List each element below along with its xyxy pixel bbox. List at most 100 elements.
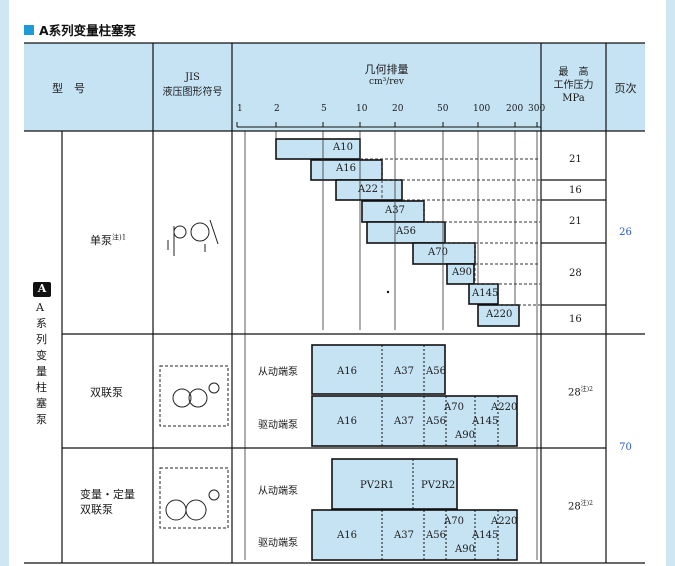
double-drive-a37: A37: [394, 416, 414, 427]
varfixed-label-line1: 变量・定量: [80, 488, 135, 501]
leader-lines: [360, 158, 540, 306]
page-link-26[interactable]: 26: [619, 227, 632, 238]
chart-gridlines: [244, 131, 538, 560]
header-jis-line1: JIS: [185, 72, 200, 83]
varfixed-drive-a56: A56: [426, 530, 446, 541]
single-label-note: 注)1: [112, 233, 127, 242]
bar-double-driven: [311, 344, 446, 395]
varfixed-driven-pv2r2: PV2R2: [421, 480, 456, 491]
varfixed-drive-a145: A145: [472, 530, 499, 541]
double-driven-a37: A37: [394, 366, 414, 377]
log-axis: [236, 122, 541, 128]
double-pressure: 28注)2: [568, 384, 593, 398]
bar-label-a16: A16: [336, 163, 356, 174]
double-drive-a145: A145: [472, 416, 499, 427]
heading-square-icon: [24, 24, 34, 35]
axis-tick-5: 5: [321, 104, 327, 114]
double-driven-label: 从动端泵: [258, 367, 298, 378]
varfixed-drive-a16: A16: [337, 530, 357, 541]
header-displacement: 几何排量 cm³/rev: [232, 61, 541, 87]
axis-tick-50: 50: [437, 104, 449, 114]
bar-a90: [446, 263, 475, 285]
varfixed-pressure: 28注)2: [568, 498, 593, 512]
axis-tick-100: 100: [473, 104, 491, 114]
varfixed-driven-label: 从动端泵: [258, 486, 298, 497]
single-label-text: 单泵: [90, 234, 112, 247]
row-single-label: 单泵注)1: [90, 232, 126, 248]
double-drive-a90: A90: [455, 430, 475, 441]
double-pressure-note: 注)2: [580, 386, 593, 393]
single-pressure-2: 21: [569, 216, 582, 227]
bar-label-a220: A220: [486, 309, 513, 320]
bar-label-a56: A56: [396, 226, 416, 237]
section-heading: A系列变量柱塞泵: [24, 20, 136, 39]
series-vertical-label: A 系列变量柱塞泵: [36, 300, 48, 428]
page-frame-left: [0, 0, 9, 566]
double-drive-a16: A16: [337, 416, 357, 427]
bar-dividers: [381, 345, 499, 560]
header-disp-title: 几何排量: [364, 63, 409, 76]
bar-a145: [468, 283, 499, 305]
axis-tick-20: 20: [392, 104, 404, 114]
varfixed-drive-a220: A220: [491, 516, 518, 527]
header-jis: JIS 液压图形符号: [153, 72, 232, 98]
bar-label-a37: A37: [385, 205, 405, 216]
varfixed-drive-a70: A70: [444, 516, 464, 527]
bar-varfixed-driven: [331, 458, 458, 510]
bar-label-a90: A90: [452, 267, 472, 278]
double-drive-a56: A56: [426, 416, 446, 427]
varfixed-drive-a90: A90: [455, 544, 475, 555]
bar-double-drive: [311, 395, 518, 447]
axis-tick-1: 1: [237, 104, 243, 114]
row-varfixed-label: 变量・定量 双联泵: [80, 487, 135, 517]
bar-a22: [335, 179, 403, 201]
varfixed-pressure-note: 注)2: [580, 500, 593, 507]
header-pressure-line3: MPa: [562, 93, 585, 104]
header-page: 页次: [614, 82, 637, 95]
axis-tick-10: 10: [356, 104, 368, 114]
single-pressure-4: 16: [569, 314, 582, 325]
bar-a56: [366, 221, 446, 244]
header-jis-line2: 液压图形符号: [162, 87, 223, 98]
page-link-70[interactable]: 70: [619, 442, 632, 453]
axis-tick-2: 2: [274, 104, 280, 114]
bar-label-a145: A145: [472, 288, 499, 299]
double-pump-symbol-icon: [159, 365, 229, 427]
double-pump-bars: [311, 344, 518, 561]
double-pressure-value: 28: [568, 387, 581, 399]
varfixed-driven-pv2r1: PV2R1: [360, 480, 395, 491]
header-pressure-line2: 工作压力: [553, 80, 594, 91]
varfixed-pressure-value: 28: [568, 501, 581, 513]
header-pressure-line1: 最 高: [558, 67, 589, 78]
varfixed-pump-symbol-icon: [159, 467, 229, 529]
series-label-text: A 系列变量柱塞泵: [36, 301, 47, 426]
page-frame-right: [666, 0, 675, 566]
single-pressure-1: 16: [569, 185, 582, 196]
single-pump-symbol-icon: [167, 219, 219, 256]
table-grid: [24, 42, 645, 564]
double-drive-label: 驱动端泵: [258, 420, 298, 431]
header-pressure: 最 高 工作压力 MPa: [541, 66, 606, 105]
axis-tick-200: 200: [506, 104, 524, 114]
bar-label-a22: A22: [358, 184, 378, 195]
header-disp-unit: cm³/rev: [369, 77, 404, 87]
double-drive-a220: A220: [491, 402, 518, 413]
double-drive-a70: A70: [444, 402, 464, 413]
bar-label-a70: A70: [428, 247, 448, 258]
series-badge-icon: [33, 282, 51, 297]
varfixed-drive-a37: A37: [394, 530, 414, 541]
series-badge-letter: A: [37, 282, 47, 295]
bar-varfixed-drive: [311, 509, 518, 561]
stray-dot: [386, 290, 390, 294]
header-model: 型 号: [52, 82, 85, 95]
section-title: A系列变量柱塞泵: [39, 23, 137, 38]
single-pressure-0: 21: [569, 154, 582, 165]
row-double-label: 双联泵: [90, 386, 123, 399]
axis-tick-300: 300: [528, 104, 546, 114]
double-driven-a16: A16: [337, 366, 357, 377]
bar-label-a10: A10: [333, 142, 353, 153]
varfixed-drive-label: 驱动端泵: [258, 538, 298, 549]
varfixed-label-line2: 双联泵: [80, 503, 113, 516]
double-driven-a56: A56: [426, 366, 446, 377]
